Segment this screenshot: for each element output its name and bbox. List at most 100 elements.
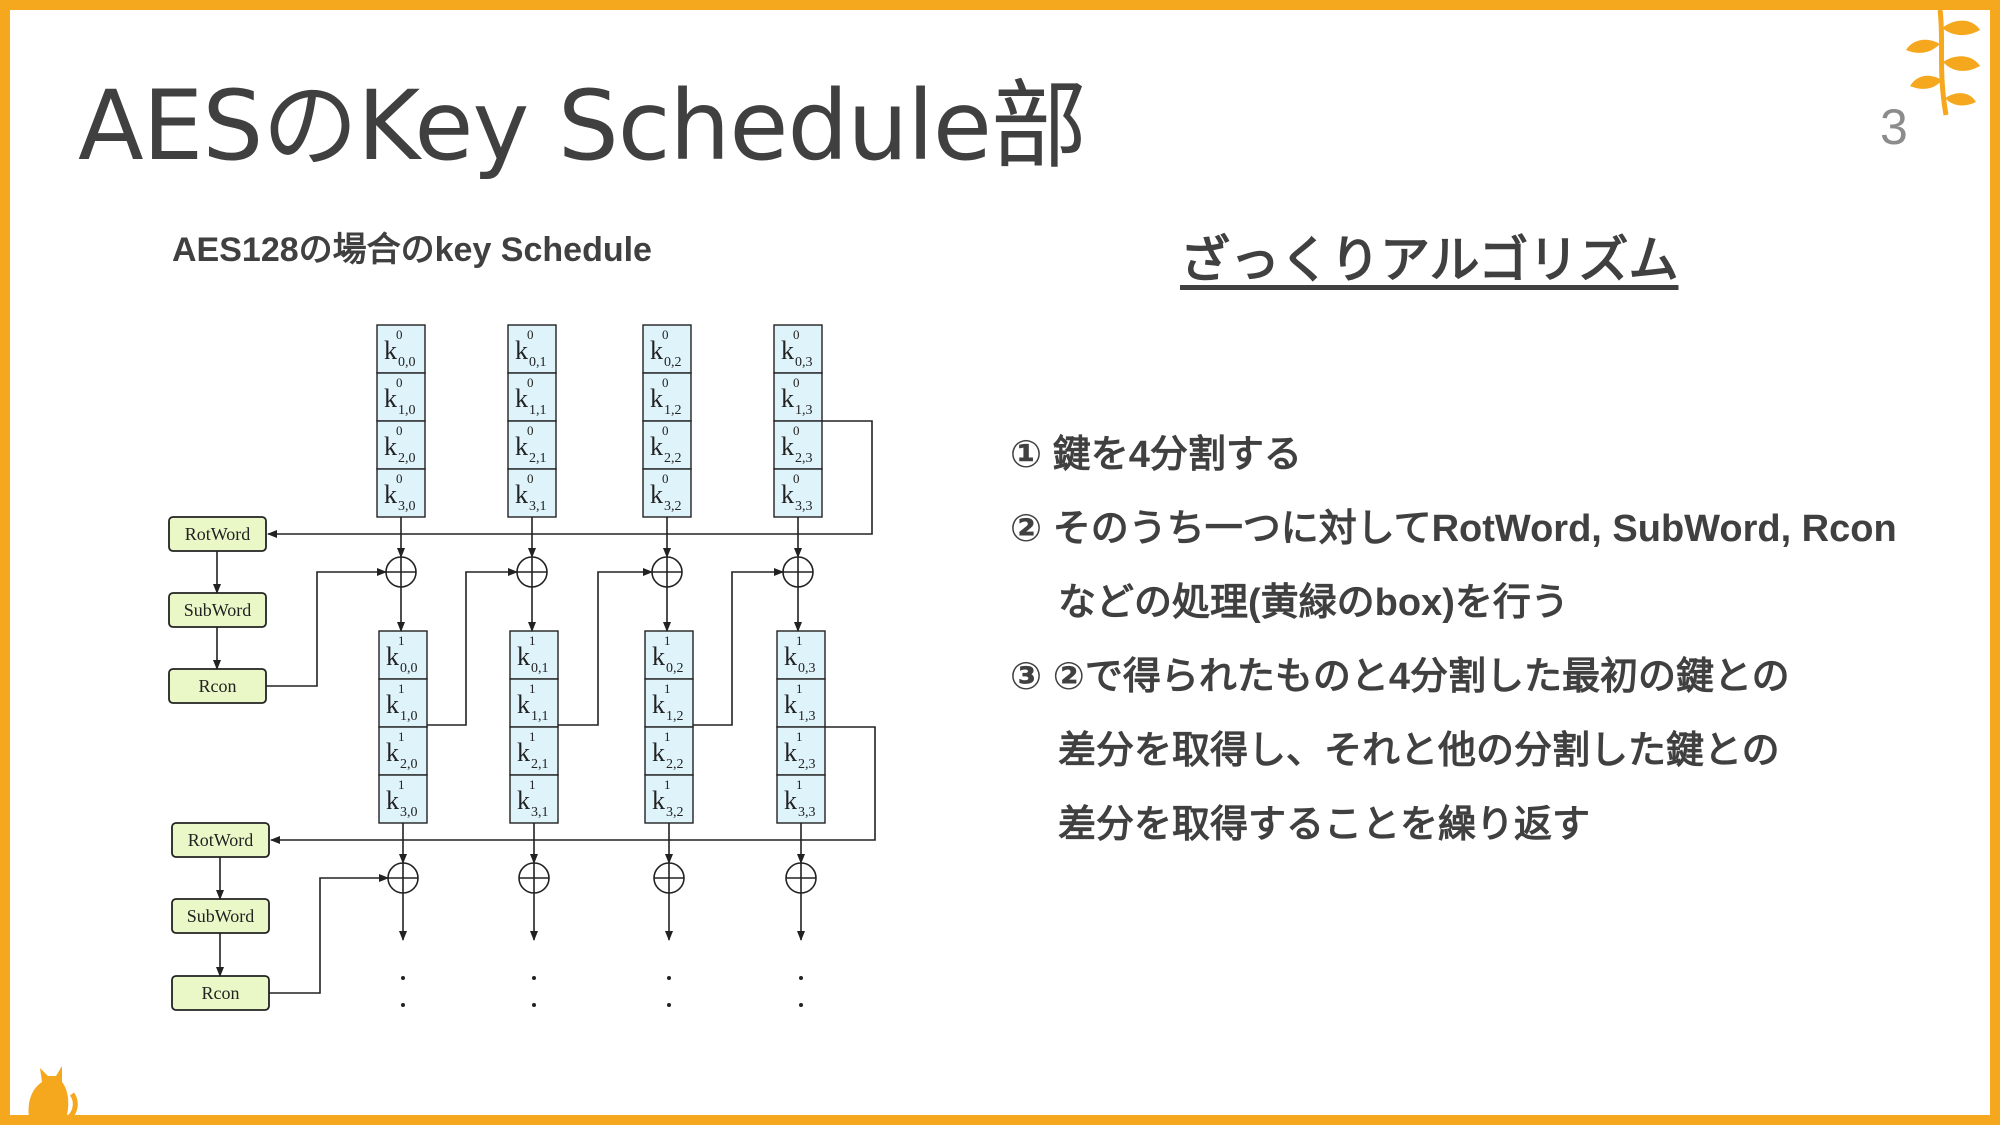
step-line: ② そのうち一つに対してRotWord, SubWord, Rcon [1010, 508, 1897, 550]
key-cell [507, 420, 557, 470]
key-cell-round: 1 [796, 681, 803, 696]
key-cell-letter: k [384, 384, 397, 413]
key-cell-letter: k [517, 690, 530, 719]
key-cell-round: 0 [793, 327, 800, 342]
key-cell-round: 0 [662, 423, 669, 438]
function-box-label: RotWord [188, 830, 254, 850]
key-cell-round: 1 [664, 777, 671, 792]
key-cell-index: 1,1 [531, 709, 549, 724]
key-cell-index: 0,1 [531, 661, 549, 676]
key-cell-round: 1 [796, 777, 803, 792]
key-cell-index: 0,2 [666, 661, 684, 676]
diagram-caption: AES128の場合のkey Schedule [172, 231, 652, 269]
key-cell-index: 0,0 [398, 355, 416, 370]
step-line: ① 鍵を4分割する [1010, 434, 1302, 476]
key-cell-letter: k [384, 336, 397, 365]
key-cell-index: 1,2 [666, 709, 684, 724]
key-cell-index: 0,2 [664, 355, 682, 370]
key-cell-index: 2,3 [798, 757, 816, 772]
key-cell-index: 1,3 [795, 403, 813, 418]
key-cell-index: 2,2 [664, 451, 682, 466]
key-cell [509, 678, 559, 728]
key-cell-round: 0 [527, 375, 534, 390]
continuation-dot [667, 976, 671, 980]
key-cell [644, 678, 694, 728]
key-cell-index: 3,2 [666, 805, 684, 820]
key-cell-index: 2,3 [795, 451, 813, 466]
key-cell-letter: k [384, 432, 397, 461]
key-cell-index: 0,1 [529, 355, 547, 370]
key-cell-round: 1 [398, 633, 405, 648]
key-cell-letter: k [784, 642, 797, 671]
key-cell-round: 1 [796, 729, 803, 744]
key-cell-index: 3,0 [398, 499, 416, 514]
key-cell-round: 1 [529, 681, 536, 696]
function-box-label: SubWord [184, 600, 252, 620]
key-cell-index: 2,0 [400, 757, 418, 772]
key-cell [507, 468, 557, 518]
key-cell-round: 1 [529, 777, 536, 792]
key-cell-index: 1,0 [400, 709, 418, 724]
key-cell-round: 0 [527, 423, 534, 438]
key-cell-index: 1,0 [398, 403, 416, 418]
key-cell [776, 630, 826, 680]
key-cell-round: 0 [396, 423, 403, 438]
key-cell-round: 1 [796, 633, 803, 648]
key-cell [773, 324, 823, 374]
key-cell-index: 2,2 [666, 757, 684, 772]
key-cell-letter: k [515, 384, 528, 413]
step-line: などの処理(黄緑のbox)を行う [1058, 582, 1569, 624]
step-line: 差分を取得し、それと他の分割した鍵との [1058, 730, 1780, 772]
key-cell-round: 1 [398, 729, 405, 744]
key-cell [642, 372, 692, 422]
key-cell [378, 774, 428, 824]
key-cell-letter: k [386, 690, 399, 719]
key-cell-letter: k [652, 786, 665, 815]
key-cell-round: 0 [793, 423, 800, 438]
key-cell-index: 2,1 [531, 757, 549, 772]
key-cell-round: 0 [396, 471, 403, 486]
key-cell [773, 420, 823, 470]
key-cell [509, 774, 559, 824]
key-cell-round: 0 [793, 375, 800, 390]
page-number: 3 [1880, 99, 1908, 155]
connector-line [266, 568, 387, 687]
connector-line [270, 726, 876, 844]
key-cell-round: 0 [662, 471, 669, 486]
key-cell-index: 0,0 [400, 661, 418, 676]
key-cell [509, 726, 559, 776]
key-cell-index: 3,2 [664, 499, 682, 514]
key-cell-letter: k [652, 642, 665, 671]
key-cell-round: 0 [662, 327, 669, 342]
key-cell [776, 678, 826, 728]
key-cell-letter: k [515, 336, 528, 365]
key-cell-letter: k [517, 738, 530, 767]
key-cell [773, 372, 823, 422]
continuation-dot [667, 1003, 671, 1007]
algorithm-heading: ざっくりアルゴリズム [1180, 232, 1679, 288]
function-box-label: RotWord [185, 524, 251, 544]
function-box-label: SubWord [187, 906, 255, 926]
key-cell-letter: k [784, 738, 797, 767]
function-box-label: Rcon [199, 676, 237, 696]
key-cell-index: 2,1 [529, 451, 547, 466]
continuation-dot [799, 976, 803, 980]
key-cell-letter: k [650, 432, 663, 461]
key-cell-letter: k [781, 432, 794, 461]
key-cell-round: 0 [793, 471, 800, 486]
key-cell-round: 0 [662, 375, 669, 390]
continuation-dot [532, 1003, 536, 1007]
continuation-dot [799, 1003, 803, 1007]
key-cell-index: 3,1 [531, 805, 549, 820]
connector-line [558, 568, 653, 726]
slide-title: AESのKey Schedule部 [78, 70, 1087, 182]
key-cell-round: 0 [396, 375, 403, 390]
key-cell-round: 1 [398, 777, 405, 792]
key-cell-letter: k [650, 384, 663, 413]
key-cell-round: 0 [396, 327, 403, 342]
key-cell-index: 1,2 [664, 403, 682, 418]
key-cell-index: 3,0 [400, 805, 418, 820]
key-cell-letter: k [652, 690, 665, 719]
key-cell-index: 3,3 [798, 805, 816, 820]
